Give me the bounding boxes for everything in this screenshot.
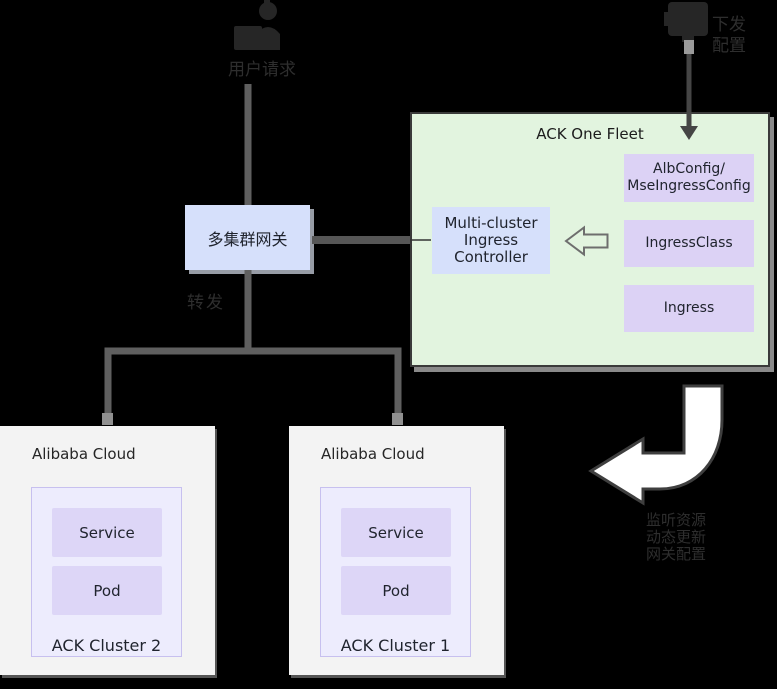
multi-cluster-ingress-controller-box: Multi-cluster Ingress Controller — [432, 207, 550, 274]
service-box: Service — [52, 508, 162, 557]
resource-line: IngressClass — [645, 235, 733, 251]
albconfig-resource-box: AlbConfig/ MseIngressConfig — [624, 154, 754, 202]
ingress-resource-box: Ingress — [624, 285, 754, 332]
client-user-icon — [234, 0, 280, 50]
resource-line: MseIngressConfig — [627, 178, 751, 194]
pod-box: Pod — [341, 566, 451, 615]
fleet-box: ACK One Fleet Multi-cluster Ingress Cont… — [410, 112, 770, 367]
client-request-label: 用户请求 — [228, 60, 296, 80]
alibaba-cloud-box-right: Alibaba Cloud Service Pod ACK Cluster 1 — [289, 426, 504, 675]
connector-nub-right — [392, 413, 403, 425]
provider-label: Alibaba Cloud — [321, 445, 425, 463]
connector-nub-left — [102, 413, 113, 425]
cluster-name: ACK Cluster 1 — [340, 636, 451, 655]
admin-operator-icon — [664, 2, 708, 42]
multi-cluster-gateway-box: 多集群网关 — [185, 205, 310, 270]
forward-label: 转发 — [187, 293, 225, 313]
deploy-label: 下发 配置 — [712, 15, 746, 56]
watch-note: 监听资源 动态更新 网关配置 — [646, 511, 707, 563]
resource-line: AlbConfig/ — [653, 161, 725, 177]
resource-line: Ingress — [663, 300, 715, 316]
connector-branch-to-clusters — [104, 347, 402, 417]
gateway-label: 多集群网关 — [207, 229, 288, 249]
controller-line: Ingress — [463, 231, 519, 249]
provider-label: Alibaba Cloud — [32, 445, 136, 463]
fleet-title: ACK One Fleet — [536, 125, 644, 143]
alibaba-cloud-box-left: Alibaba Cloud Service Pod ACK Cluster 2 — [0, 426, 215, 675]
curved-watch-arrow-icon — [588, 384, 724, 506]
pod-box: Pod — [52, 566, 162, 615]
ack-cluster-1-box: Service Pod ACK Cluster 1 — [320, 487, 471, 657]
ingressclass-resource-box: IngressClass — [624, 220, 754, 267]
cluster-name: ACK Cluster 2 — [51, 636, 162, 655]
ack-cluster-2-box: Service Pod ACK Cluster 2 — [31, 487, 182, 657]
service-box: Service — [341, 508, 451, 557]
controller-line: Multi-cluster — [444, 214, 538, 232]
controller-line: Controller — [454, 248, 528, 266]
